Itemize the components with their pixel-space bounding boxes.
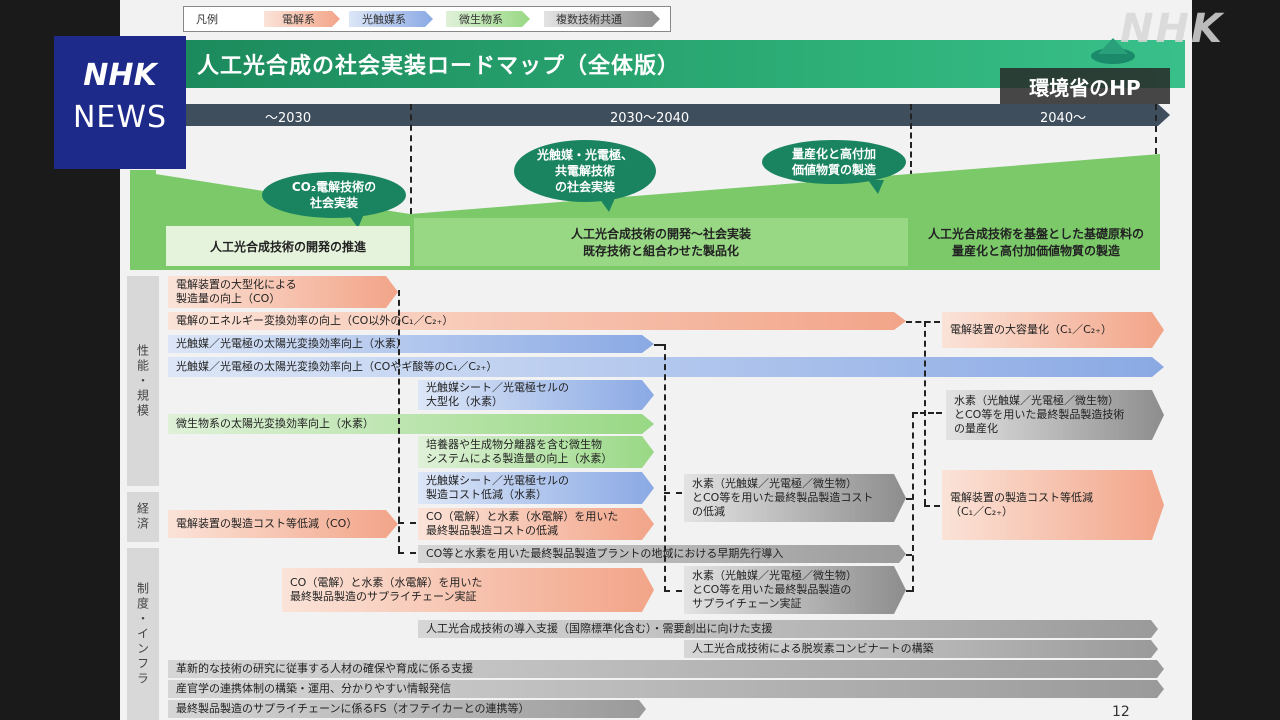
timeline-period-3: 2040～ [1040,111,1087,126]
bar-photocatalyst-cost: 光触媒シート／光電極セルの 製造コスト低減（水素） [418,472,654,504]
period-3-box: 人工光合成技術を基盤とした基礎原料の 量産化と高付加価値物質の製造 [914,218,1158,266]
period-2-box: 人工光合成技術の開発～社会実装 既存技術と組合わせた製品化 [414,218,908,266]
connector-line [912,412,942,414]
side-tab-label: 制度・インフラ [135,581,150,687]
period-divider [910,104,912,186]
timeline-period-1: ～2030 [265,111,312,126]
bar-supply-chain-fs: 最終製品製造のサプライチェーンに係るFS（オフテイカーとの連携等） [168,700,646,718]
nhk-news-logo: NHK NEWS [54,36,186,169]
legend-title: 凡例 [196,13,218,26]
bar-photocatalyst-c1c2: 光触媒／光電極の太陽光変換効率向上（COやギ酸等のC₁／C₂₊） [168,357,1164,377]
timeline: ～2030 2030～2040 2040～ [185,104,1170,126]
bar-co-h2-cost: CO（電解）と水素（水電解）を用いた 最終製品製造コストの低減 [418,508,654,540]
bar-decarbonized-complex: 人工光合成技術による脱炭素コンビナートの構築 [684,640,1158,658]
period-3-text: 人工光合成技術を基盤とした基礎原料の 量産化と高付加価値物質の製造 [927,227,1144,258]
side-tab-label: 性能・規模 [135,343,150,419]
period-2-text: 人工光合成技術の開発～社会実装 既存技術と組合わせた製品化 [570,227,751,258]
bubble-text: 光触媒・光電極、 共電解技術 の社会実装 [536,147,633,195]
bar-talent-support: 革新的な技術の研究に従事する人材の確保や育成に係る支援 [168,660,1164,678]
bar-plant-early-adoption: CO等と水素を用いた最終製品製造プラントの地域における早期先行導入 [418,545,906,563]
ministry-logo-icon [1091,38,1135,64]
bar-h2-co-supply-chain: 水素（光触媒／光電極／微生物） とCO等を用いた最終製品製造の サプライチェーン… [684,566,906,614]
bar-h2-co-mass-production: 水素（光触媒／光電極／微生物） とCO等を用いた最終製品製造技術 の量産化 [946,390,1164,440]
legend-photocatalyst [349,11,433,27]
bar-photocatalyst-h2: 光触媒／光電極の太陽光変換効率向上（水素） [168,335,654,353]
connector-line [398,522,416,524]
connector-line [398,290,400,552]
source-caption: 環境省のHP [1000,68,1170,104]
period-1-text: 人工光合成技術の開発の推進 [209,239,366,254]
bar-co-h2-supply-chain: CO（電解）と水素（水電解）を用いた 最終製品製造のサプライチェーン実証 [282,568,654,612]
connector-line [664,344,666,592]
bar-microbe-efficiency: 微生物系の太陽光変換効率向上（水素） [168,414,654,434]
bar-industry-gov-academia: 産官学の連携体制の構築・運用、分かりやすい情報発信 [168,680,1164,698]
bar-electrolysis-efficiency: 電解のエネルギー変換効率の向上（CO以外のC₁／C₂₊） [168,312,906,330]
connector-line [906,498,912,500]
period-divider [1155,104,1157,154]
legend-common [544,11,660,27]
period-divider [410,104,412,214]
bubble-text: CO₂電解技術の 社会実装 [291,179,377,210]
side-tab-performance: 性能・規模 [127,276,159,486]
connector-line [906,590,912,592]
connector-line [664,492,682,494]
legend-microbe [446,11,530,27]
legend-label: 複数技術共通 [556,13,622,26]
logo-line-1: NHK [83,58,157,93]
growth-left-block [130,170,156,268]
bar-electrolysis-capacity: 電解装置の大容量化（C₁／C₂₊） [942,312,1164,348]
legend-label: 光触媒系 [362,13,406,26]
period-1-box: 人工光合成技術の開発の推進 [166,226,410,266]
connector-line [906,554,912,556]
bar-photocatalyst-sheet-scale: 光触媒シート／光電極セルの 大型化（水素） [418,380,654,410]
bar-electrolysis-cost-c1c2: 電解装置の製造コスト等低減 （C₁／C₂₊） [942,470,1164,540]
bar-electrolysis-scale-up: 電解装置の大型化による 製造量の向上（CO） [168,276,398,308]
bubble-photocatalyst: 光触媒・光電極、 共電解技術 の社会実装 [514,140,656,212]
legend-label: 電解系 [282,13,315,26]
page-title: 人工光合成の社会実装ロードマップ（全体版） [197,54,681,79]
bar-h2-co-cost-reduction: 水素（光触媒／光電極／微生物） とCO等を用いた最終製品製造コスト の低減 [684,474,906,522]
bar-electrolysis-cost-co: 電解装置の製造コスト等低減（CO） [168,510,398,538]
legend-label: 微生物系 [459,13,503,26]
legend: 凡例 電解系 光触媒系 微生物系 複数技術共通 [183,6,671,32]
connector-line [924,505,940,507]
bubble-text: 量産化と高付加 価値物質の製造 [791,146,876,177]
connector-line [906,321,940,323]
connector-line [398,552,416,554]
page-number: 12 [1112,704,1130,720]
connector-line [664,590,682,592]
side-tab-label: 経済 [135,502,150,532]
connector-line [654,344,664,346]
connector-line [912,412,914,592]
bubble-mass-production: 量産化と高付加 価値物質の製造 [762,140,906,194]
bar-microbe-system: 培養器や生成物分離器を含む微生物 システムによる製造量の向上（水素） [418,436,654,468]
bubble-co2-electrolysis: CO₂電解技術の 社会実装 [262,172,406,228]
side-tab-institution: 制度・インフラ [127,548,159,720]
legend-electrolysis [264,11,340,27]
nhk-watermark: NHK [1120,6,1224,52]
timeline-period-2: 2030～2040 [610,111,690,126]
logo-line-2: NEWS [72,100,168,135]
side-tab-economy: 経済 [127,492,159,542]
bar-adoption-support: 人工光合成技術の導入支援（国際標準化含む）・需要創出に向けた支援 [418,620,1158,638]
